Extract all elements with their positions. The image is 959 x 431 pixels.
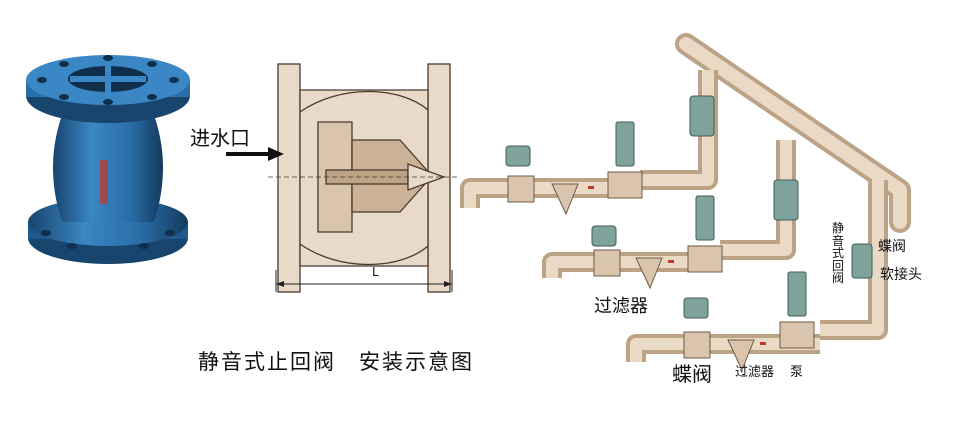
page-title: 静音式止回阀 安装示意图	[198, 350, 474, 374]
pump-label: 泵	[790, 365, 804, 380]
arrow-right-icon	[226, 147, 284, 161]
inlet-label: 进水口	[190, 126, 250, 150]
filter-small-label: 过滤器	[735, 365, 775, 380]
dimension-label: L	[372, 265, 379, 279]
butterfly-valve-right-label: 蝶阀	[878, 239, 906, 255]
check-valve-vertical-label: 静音式回阀	[831, 221, 844, 286]
flex-joint-label: 软接头	[880, 267, 922, 283]
butterfly-valve-label: 蝶阀	[672, 362, 712, 386]
filter-label: 过滤器	[594, 296, 648, 317]
